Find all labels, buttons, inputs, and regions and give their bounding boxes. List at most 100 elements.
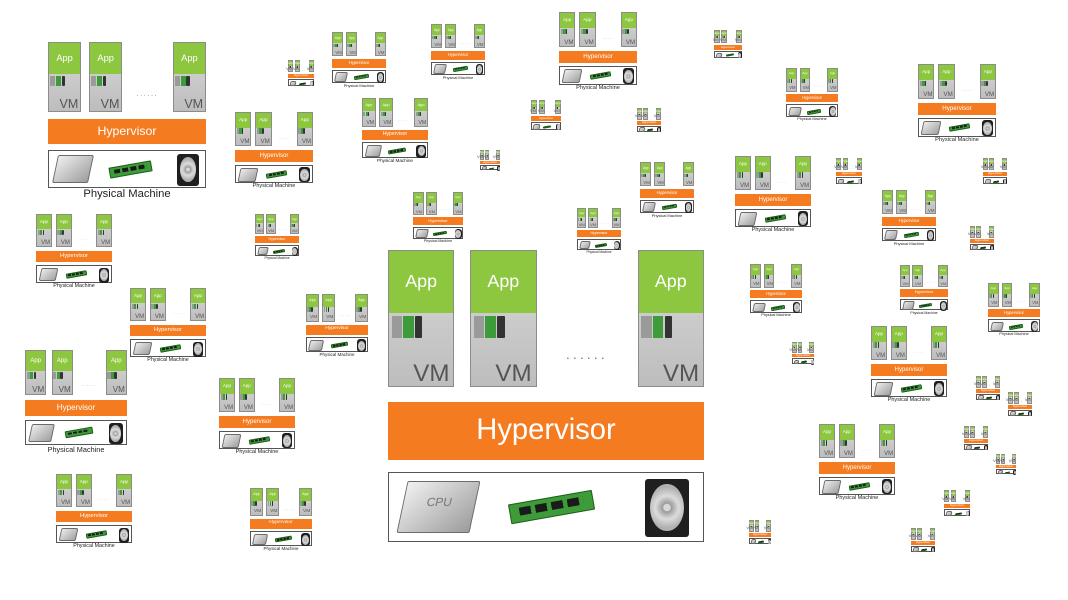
ram-icon — [223, 394, 226, 400]
cpu-icon — [997, 470, 1003, 475]
hard-disk-icon — [916, 275, 918, 279]
vm-hardware-icons — [57, 489, 65, 495]
cpu-icon — [684, 173, 686, 178]
app-box: App — [57, 475, 71, 490]
ellipsis: ...... — [848, 165, 859, 170]
app-box: App — [751, 265, 760, 275]
hard-disk-icon — [186, 75, 190, 87]
hard-disk-icon — [367, 111, 370, 117]
app-box: App — [37, 215, 51, 230]
ram-icon — [358, 307, 361, 312]
app-box: App — [471, 251, 536, 314]
ram-icon — [60, 489, 63, 495]
ellipsis: ...... — [398, 117, 409, 122]
ram-icon — [788, 79, 791, 83]
hard-disk-icon — [767, 539, 771, 545]
vm-label: VM — [653, 113, 660, 119]
physical-machine-caption: Physical Machine — [797, 117, 827, 122]
physical-machine-caption: Physical Machine — [264, 255, 290, 260]
vm-label: VM — [260, 137, 270, 145]
hardware-box — [559, 65, 637, 85]
vm-label: VM — [657, 180, 664, 186]
vm-hardware-icons — [641, 315, 673, 338]
hard-disk-icon — [942, 275, 944, 279]
hypervisor-bar: Hypervisor — [749, 532, 771, 537]
cpu-icon — [356, 307, 359, 312]
cpu-icon — [580, 28, 584, 35]
hard-disk-icon — [350, 43, 352, 48]
hardware-box — [735, 208, 811, 227]
hard-disk-icon — [623, 68, 635, 85]
cpu-icon — [57, 489, 60, 495]
vm-label: VM — [927, 533, 934, 539]
vm-hardware-icons — [764, 275, 770, 279]
ram-icon — [532, 106, 534, 109]
ram-icon — [737, 36, 739, 39]
app-box: App — [380, 99, 393, 112]
cpu-icon — [821, 479, 842, 494]
vm-hardware-icons — [912, 533, 914, 536]
ram-icon — [100, 229, 103, 235]
hard-disk-icon — [627, 28, 630, 35]
hypervisor-bar: Hypervisor — [255, 236, 299, 244]
vm-label: VM — [942, 496, 949, 502]
hardware-box — [988, 319, 1040, 333]
vm-label: VM — [991, 300, 998, 306]
vm-hardware-icons — [589, 217, 594, 221]
vm-hardware-icons — [473, 315, 505, 338]
hard-disk-icon — [384, 111, 387, 117]
app-box: App — [764, 265, 774, 275]
vm-label: VM — [254, 509, 262, 515]
hardware-box — [130, 339, 206, 358]
ram-icon — [309, 307, 312, 312]
vm-hardware-icons — [236, 128, 244, 134]
app-box: App — [97, 215, 111, 230]
app-box: App — [856, 158, 862, 164]
ram-icon — [579, 217, 581, 221]
vm-label: VM — [529, 108, 537, 114]
app-box: App — [964, 490, 970, 496]
ellipsis: ...... — [813, 83, 824, 88]
ram-icon — [846, 179, 855, 184]
ram-icon — [59, 229, 63, 235]
hard-disk-icon — [336, 43, 338, 48]
ram-icon — [259, 128, 262, 134]
cpu-icon — [446, 35, 448, 40]
hard-disk-icon — [497, 166, 500, 171]
vm-hardware-icons — [1015, 397, 1017, 400]
app-box: App — [963, 426, 970, 432]
app-box: App — [787, 69, 796, 79]
vm-hardware-icons — [737, 36, 740, 39]
hard-disk-icon — [293, 223, 295, 227]
vm-label: VM — [415, 208, 422, 214]
ram-icon — [556, 106, 558, 109]
cpu-icon — [280, 394, 283, 400]
ellipsis: ...... — [956, 497, 967, 502]
ram-icon — [919, 302, 933, 309]
app-box: App — [90, 43, 122, 75]
hard-disk-icon — [114, 371, 117, 379]
physical-machine-caption: Physical Machine — [263, 546, 299, 552]
hypervisor-bar: Hypervisor — [871, 363, 947, 376]
vm-label: VM — [961, 431, 968, 437]
hard-disk-icon — [900, 201, 902, 206]
physical-machine-caption: Physical Machine — [887, 396, 931, 403]
cpu-icon — [560, 28, 563, 35]
app-box: App — [842, 158, 849, 164]
